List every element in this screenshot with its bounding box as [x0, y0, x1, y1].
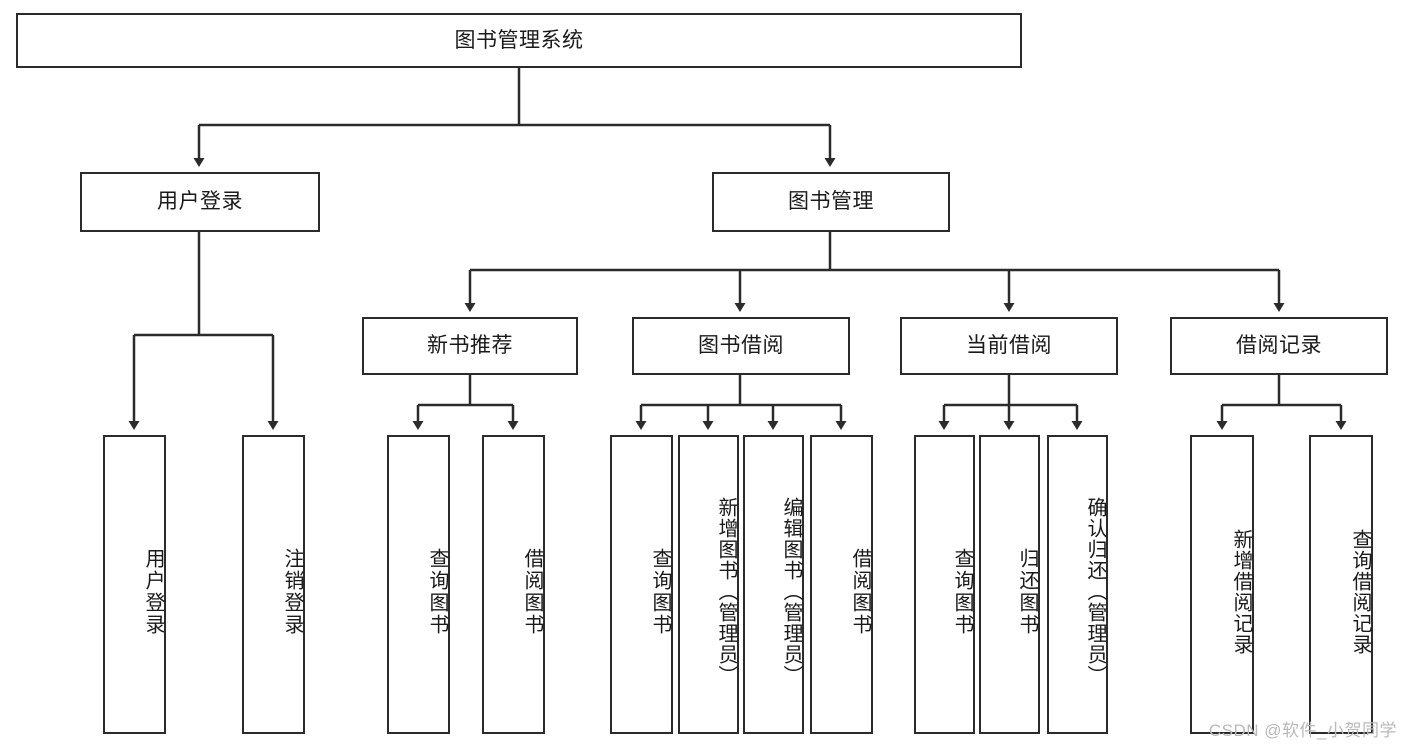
leaf-borrow-add-book[interactable]: 新增图书（管理员） — [678, 435, 739, 734]
node-label: 新增图书（管理员） — [715, 497, 737, 686]
node-label: 图书借阅 — [698, 334, 784, 358]
node-label: 图书管理 — [788, 190, 874, 214]
node-label: 新书推荐 — [427, 334, 513, 358]
node-label: 用户登录 — [157, 190, 243, 214]
node-label: 查询图书 — [426, 547, 448, 636]
leaf-user-login-logout[interactable]: 注销登录 — [242, 435, 305, 734]
node-label: 确认归还（管理员） — [1084, 497, 1106, 686]
node-label: 编辑图书（管理员） — [780, 497, 802, 686]
node-label: 当前借阅 — [966, 334, 1052, 358]
node-label: 查询图书 — [649, 547, 671, 636]
node-root-system[interactable]: 图书管理系统 — [16, 13, 1022, 68]
leaf-record-query-record[interactable]: 查询借阅记录 — [1309, 435, 1373, 734]
node-label: 新增借阅记录 — [1230, 528, 1252, 655]
node-label: 用户登录 — [142, 547, 164, 636]
node-borrow-record[interactable]: 借阅记录 — [1170, 317, 1388, 375]
leaf-user-login-login[interactable]: 用户登录 — [103, 435, 166, 734]
node-book-borrow[interactable]: 图书借阅 — [632, 317, 850, 375]
leaf-borrow-query-book[interactable]: 查询图书 — [610, 435, 673, 734]
node-label: 注销登录 — [281, 547, 303, 636]
node-new-book-recommend[interactable]: 新书推荐 — [362, 317, 578, 375]
leaf-record-add-record[interactable]: 新增借阅记录 — [1190, 435, 1254, 734]
node-book-management[interactable]: 图书管理 — [712, 172, 950, 232]
leaf-borrow-edit-book[interactable]: 编辑图书（管理员） — [743, 435, 804, 734]
leaf-new-book-query[interactable]: 查询图书 — [387, 435, 450, 734]
leaf-current-confirm-return[interactable]: 确认归还（管理员） — [1047, 435, 1108, 734]
node-label: 图书管理系统 — [454, 28, 584, 52]
node-label: 借阅图书 — [849, 547, 871, 636]
leaf-current-query-book[interactable]: 查询图书 — [914, 435, 975, 734]
leaf-new-book-borrow[interactable]: 借阅图书 — [482, 435, 545, 734]
node-label: 归还图书 — [1016, 547, 1038, 636]
node-current-borrow[interactable]: 当前借阅 — [900, 317, 1118, 375]
node-label: 借阅记录 — [1236, 334, 1322, 358]
node-label: 查询图书 — [951, 547, 973, 636]
node-label: 查询借阅记录 — [1349, 528, 1371, 655]
node-label: 借阅图书 — [521, 547, 543, 636]
csdn-watermark: CSDN @软件_小贺同学 — [1208, 721, 1397, 740]
node-user-login[interactable]: 用户登录 — [80, 172, 320, 232]
leaf-borrow-borrow-book[interactable]: 借阅图书 — [810, 435, 873, 734]
leaf-current-return-book[interactable]: 归还图书 — [979, 435, 1040, 734]
